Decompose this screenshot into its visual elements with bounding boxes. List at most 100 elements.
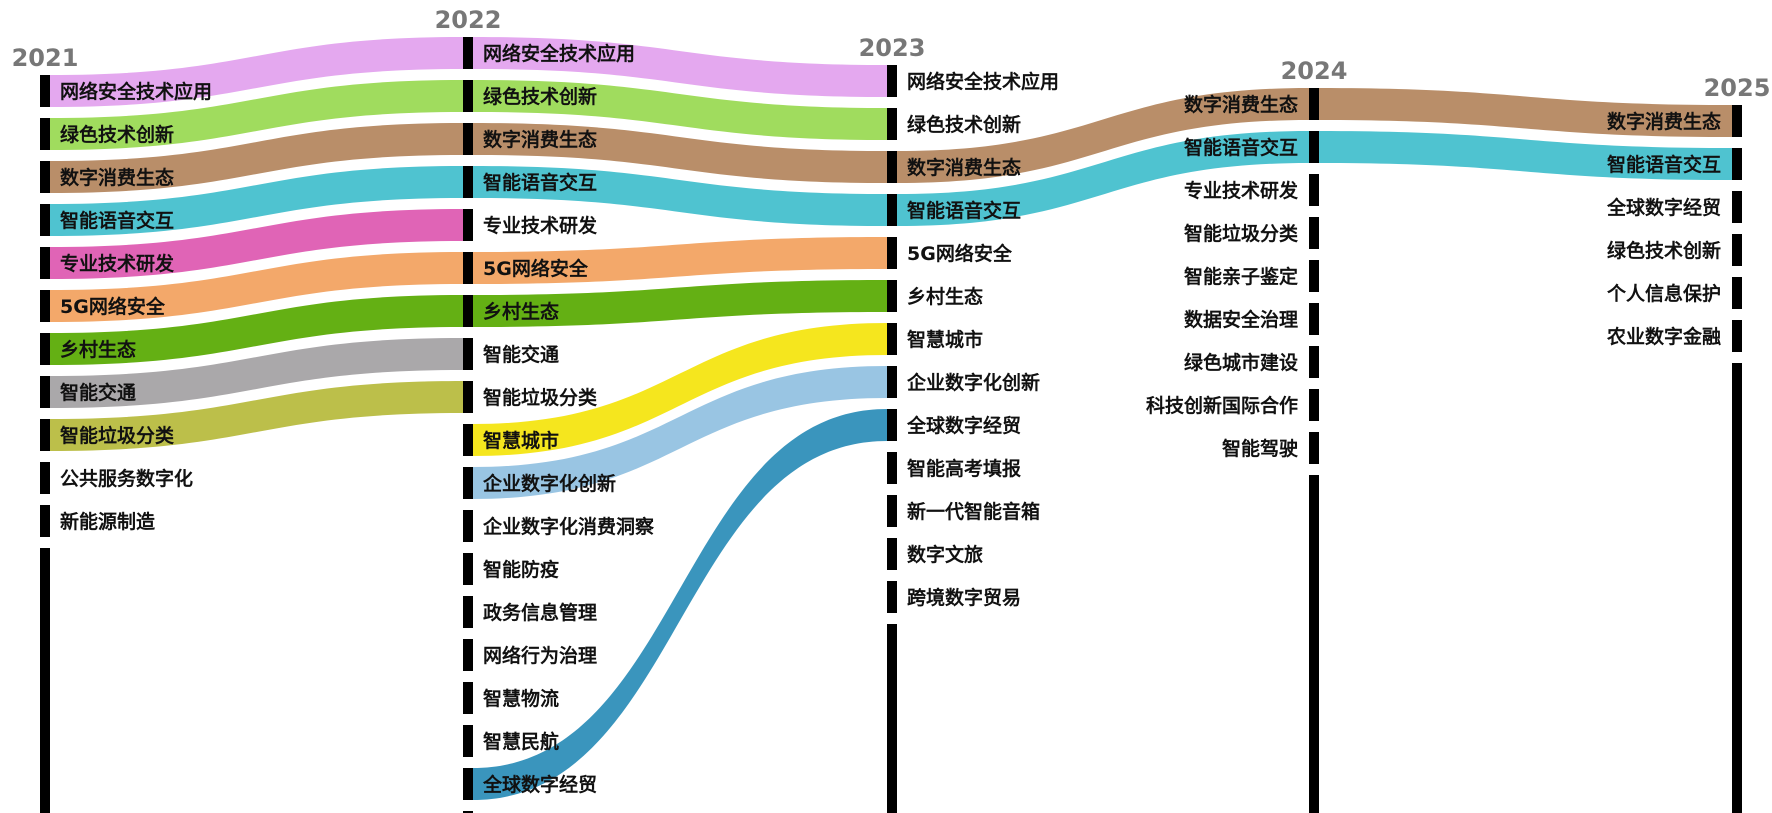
node-bar: [463, 639, 473, 671]
node-label: 网络安全技术应用: [907, 70, 1059, 93]
flow-link: [473, 37, 887, 97]
flow-link: [1319, 88, 1732, 137]
node-label: 智慧城市: [907, 328, 983, 351]
node-bar-remainder: [887, 624, 897, 813]
node-label: 企业数字化创新: [906, 371, 1040, 394]
node-bar: [40, 376, 50, 408]
node-label: 企业数字化消费洞察: [482, 515, 655, 538]
year-label: 2021: [12, 44, 79, 72]
flow-link: [473, 166, 887, 226]
node-bar: [887, 538, 897, 570]
flow-link: [897, 88, 1309, 183]
node-bar: [1309, 174, 1319, 206]
node-label: 智能语音交互: [60, 209, 174, 232]
node-label: 网络安全技术应用: [483, 42, 635, 65]
node-label: 绿色城市建设: [1184, 351, 1298, 374]
node-bar: [1732, 234, 1742, 266]
node-bar-remainder: [40, 548, 50, 813]
node-bar: [887, 280, 897, 312]
node-label: 全球数字经贸: [482, 773, 597, 796]
node-label: 网络安全技术应用: [60, 80, 212, 103]
node-bar: [463, 209, 473, 241]
node-label: 智能防疫: [483, 558, 559, 581]
flow-link: [50, 123, 463, 193]
node-label: 智能高考填报: [907, 457, 1021, 480]
node-label: 数字消费生态: [1184, 93, 1298, 116]
node-bar: [1732, 105, 1742, 137]
node-bar: [463, 80, 473, 112]
node-bar: [1309, 88, 1319, 120]
node-bar: [1732, 191, 1742, 223]
node-bar: [463, 381, 473, 413]
flow-link: [473, 366, 887, 499]
node-bar: [463, 166, 473, 198]
node-bar: [40, 75, 50, 107]
flow-link: [473, 80, 887, 140]
node-bar: [887, 452, 897, 484]
node-bar: [887, 495, 897, 527]
node-label: 政务信息管理: [483, 601, 597, 624]
flow-link: [50, 80, 463, 150]
node-bar: [1309, 260, 1319, 292]
flow-link: [50, 166, 463, 236]
node-label: 数字文旅: [907, 543, 983, 566]
node-bar: [1309, 389, 1319, 421]
node-bar: [1732, 320, 1742, 352]
node-bar: [887, 323, 897, 355]
node-bar: [40, 161, 50, 193]
node-bar: [887, 237, 897, 269]
year-label: 2023: [859, 34, 926, 62]
node-bar: [40, 290, 50, 322]
year-label: 2025: [1704, 74, 1771, 102]
node-label: 网络行为治理: [483, 644, 597, 667]
flow-link: [473, 323, 887, 456]
node-bar: [887, 581, 897, 613]
node-label: 科技创新国际合作: [1146, 394, 1298, 417]
node-label: 公共服务数字化: [60, 467, 193, 490]
node-bar: [1309, 217, 1319, 249]
node-label: 个人信息保护: [1606, 282, 1721, 305]
node-label: 智能垃圾分类: [1184, 222, 1298, 245]
node-label: 数字消费生态: [1607, 110, 1721, 133]
node-label: 智能亲子鉴定: [1184, 265, 1298, 288]
flow-link: [50, 338, 463, 408]
node-bar: [40, 118, 50, 150]
node-label: 全球数字经贸: [1606, 196, 1721, 219]
node-bar: [463, 725, 473, 757]
node-bar: [463, 123, 473, 155]
flow-link: [50, 252, 463, 322]
node-bar: [463, 338, 473, 370]
node-bar: [463, 295, 473, 327]
node-label: 跨境数字贸易: [907, 586, 1021, 609]
node-label: 智能语音交互: [1184, 136, 1298, 159]
node-label: 专业技术研发: [483, 214, 598, 237]
node-label: 企业数字化创新: [482, 472, 616, 495]
node-label: 智能驾驶: [1222, 437, 1298, 460]
node-bar: [463, 553, 473, 585]
node-label: 5G网络安全: [483, 257, 589, 280]
year-label: 2022: [435, 6, 502, 34]
flow-link: [473, 237, 887, 284]
node-bar: [1309, 131, 1319, 163]
node-label: 乡村生态: [60, 338, 136, 361]
node-bar: [463, 424, 473, 456]
node-bar: [40, 333, 50, 365]
node-label: 专业技术研发: [1184, 179, 1299, 202]
node-label: 乡村生态: [907, 285, 983, 308]
node-bar: [463, 252, 473, 284]
node-bar: [1309, 303, 1319, 335]
node-bar: [887, 65, 897, 97]
node-label: 数字消费生态: [483, 128, 597, 151]
flow-link: [50, 209, 463, 279]
node-bar: [40, 505, 50, 537]
flows: [50, 37, 1732, 800]
node-bar: [1732, 148, 1742, 180]
node-bar: [1309, 432, 1319, 464]
node-label: 新能源制造: [60, 510, 156, 533]
node-label: 智慧城市: [483, 429, 559, 452]
node-label: 智能语音交互: [483, 171, 597, 194]
node-bar: [887, 366, 897, 398]
node-bar: [1732, 277, 1742, 309]
node-bar: [40, 462, 50, 494]
node-label: 5G网络安全: [60, 295, 166, 318]
